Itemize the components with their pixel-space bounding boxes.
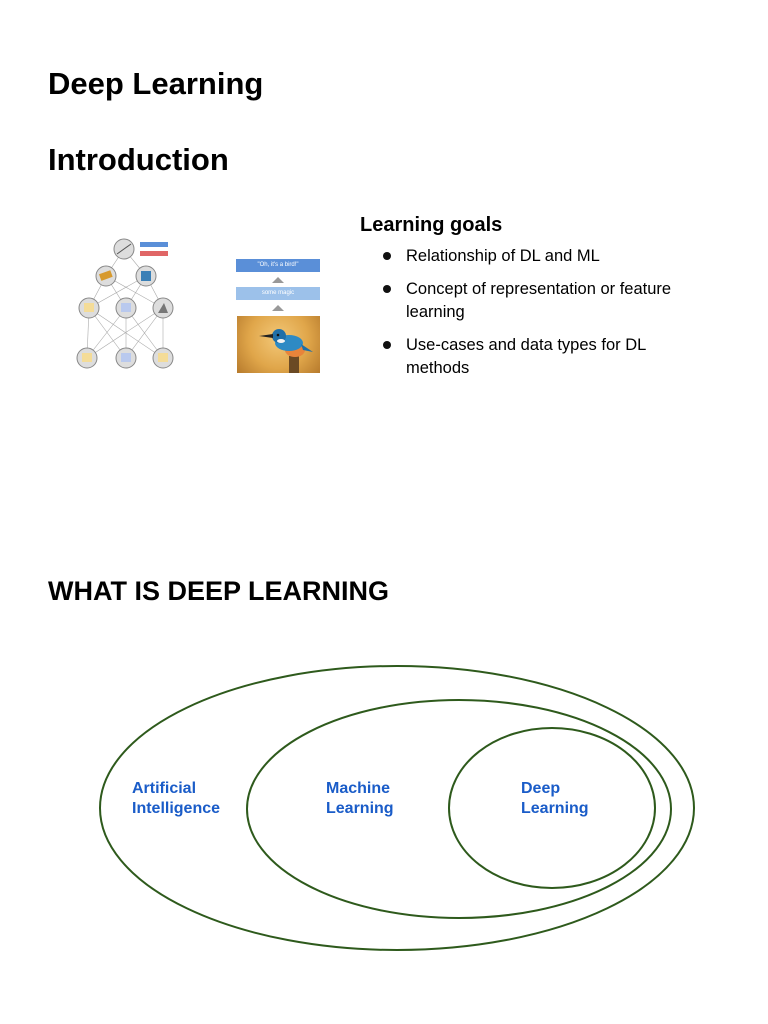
venn-label-dl: Deep Learning [521, 780, 589, 817]
bird-figure: "Oh, it's a bird!" some magic [232, 256, 324, 376]
venn-dl-ellipse [448, 727, 656, 889]
venn-ellipses [99, 665, 695, 951]
learning-goals: Learning goals Relationship of DL and ML… [360, 214, 690, 390]
section-title: Introduction [48, 142, 229, 177]
bullet-icon [383, 285, 391, 293]
list-item: Use-cases and data types for DL methods [360, 334, 690, 380]
list-item-text: Use-cases and data types for DL methods [406, 336, 646, 377]
kingfisher-icon [259, 329, 313, 373]
bird-caption-box: "Oh, it's a bird!" [236, 259, 320, 272]
venn-diagram [95, 662, 701, 954]
list-item-text: Relationship of DL and ML [406, 247, 600, 265]
venn-label-ai: Artificial Intelligence [132, 780, 221, 817]
neural-network-figure [74, 236, 184, 374]
learning-goals-list: Relationship of DL and ML Concept of rep… [360, 245, 690, 380]
list-item-text: Concept of representation or feature lea… [406, 280, 672, 321]
document-title: Deep Learning [48, 66, 264, 101]
bullet-icon [383, 341, 391, 349]
neural-network-diagram [76, 238, 174, 369]
venn-ai-ellipse [99, 665, 695, 951]
venn-ml-ellipse [246, 699, 672, 919]
venn-label-ml: Machine Learning [326, 780, 394, 817]
magic-box: some magic [236, 287, 320, 300]
arrow-up-icon [272, 305, 284, 311]
bullet-icon [383, 252, 391, 260]
arrow-up-icon [272, 277, 284, 283]
kingfisher-photo [237, 316, 320, 373]
list-item: Relationship of DL and ML [360, 245, 690, 268]
list-item: Concept of representation or feature lea… [360, 278, 690, 324]
learning-goals-title: Learning goals [360, 214, 503, 236]
section-title: WHAT IS DEEP LEARNING [48, 576, 390, 606]
